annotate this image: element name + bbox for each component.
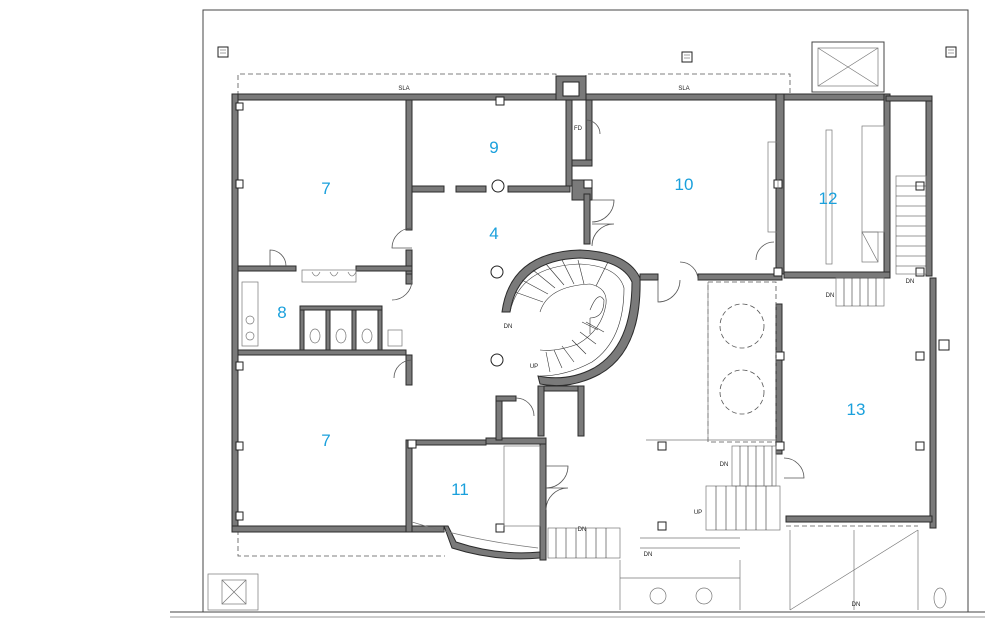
- misc-lines: [503, 445, 947, 611]
- sla-label: SLA: [678, 86, 689, 92]
- up-label: UP: [530, 364, 538, 370]
- overhang-lines: [237, 73, 918, 557]
- curved-staircase: [501, 249, 641, 387]
- room-number-13: 13: [847, 400, 866, 419]
- room-number-9: 9: [489, 138, 498, 157]
- vent-grilles: [217, 46, 957, 351]
- dn-label: DN: [906, 279, 915, 285]
- room-13-features: [646, 281, 777, 443]
- room-number-10: 10: [675, 175, 694, 194]
- door-swings: [269, 119, 805, 511]
- room-number-7-upper: 7: [321, 179, 330, 198]
- kitchen-counters: [767, 125, 885, 265]
- room-number-7-lower: 7: [321, 431, 330, 450]
- room-number-12: 12: [819, 189, 838, 208]
- room-11-curved-wall: [411, 521, 541, 560]
- up-label: UP: [694, 510, 702, 516]
- room-number-4: 4: [489, 224, 498, 243]
- plan-annotations: SLA SLA FD DN DN DN UP DN DN DN DN UP: [398, 86, 914, 608]
- dn-label: DN: [852, 602, 861, 608]
- fd-label: FD: [574, 126, 583, 132]
- skylight-boxes: [221, 41, 885, 605]
- interior-walls: [237, 99, 783, 561]
- site-boundary: [170, 9, 985, 618]
- room-number-11: 11: [451, 480, 469, 499]
- room-numbers: 7 9 10 12 4 8 7 13 11: [277, 138, 865, 499]
- dn-label: DN: [578, 527, 587, 533]
- straight-staircases: [547, 175, 927, 559]
- dn-label: DN: [826, 293, 835, 299]
- sla-label: SLA: [398, 86, 409, 92]
- dn-label: DN: [504, 324, 513, 330]
- restroom-fixtures: [241, 269, 403, 351]
- dn-label: DN: [720, 462, 729, 468]
- dn-label: DN: [644, 552, 653, 558]
- exterior-walls: [231, 75, 937, 533]
- room-number-8: 8: [277, 303, 286, 322]
